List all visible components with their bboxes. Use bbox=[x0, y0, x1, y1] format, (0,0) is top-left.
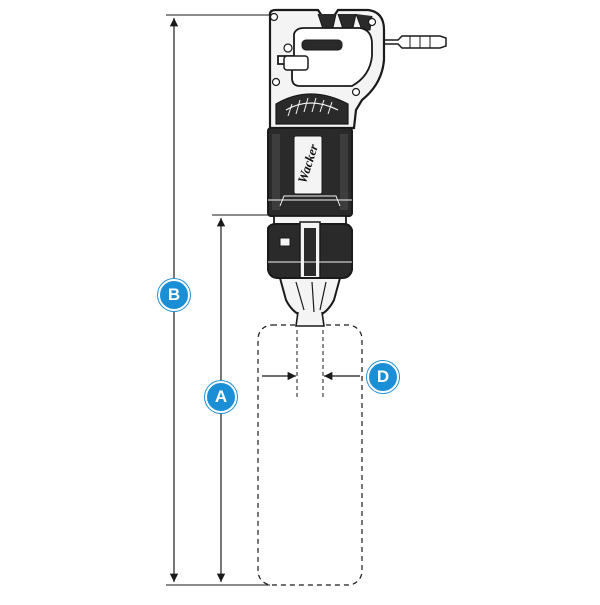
callout-badge-d: D bbox=[367, 361, 399, 393]
callout-badge-b: B bbox=[158, 279, 190, 311]
nose-cone bbox=[278, 277, 342, 327]
tool-handle bbox=[268, 8, 386, 130]
callout-badge-a: A bbox=[205, 381, 237, 413]
tool-collar bbox=[267, 215, 353, 281]
motor-housing bbox=[267, 127, 353, 217]
blade-outline bbox=[257, 324, 363, 586]
power-cord bbox=[370, 35, 447, 49]
